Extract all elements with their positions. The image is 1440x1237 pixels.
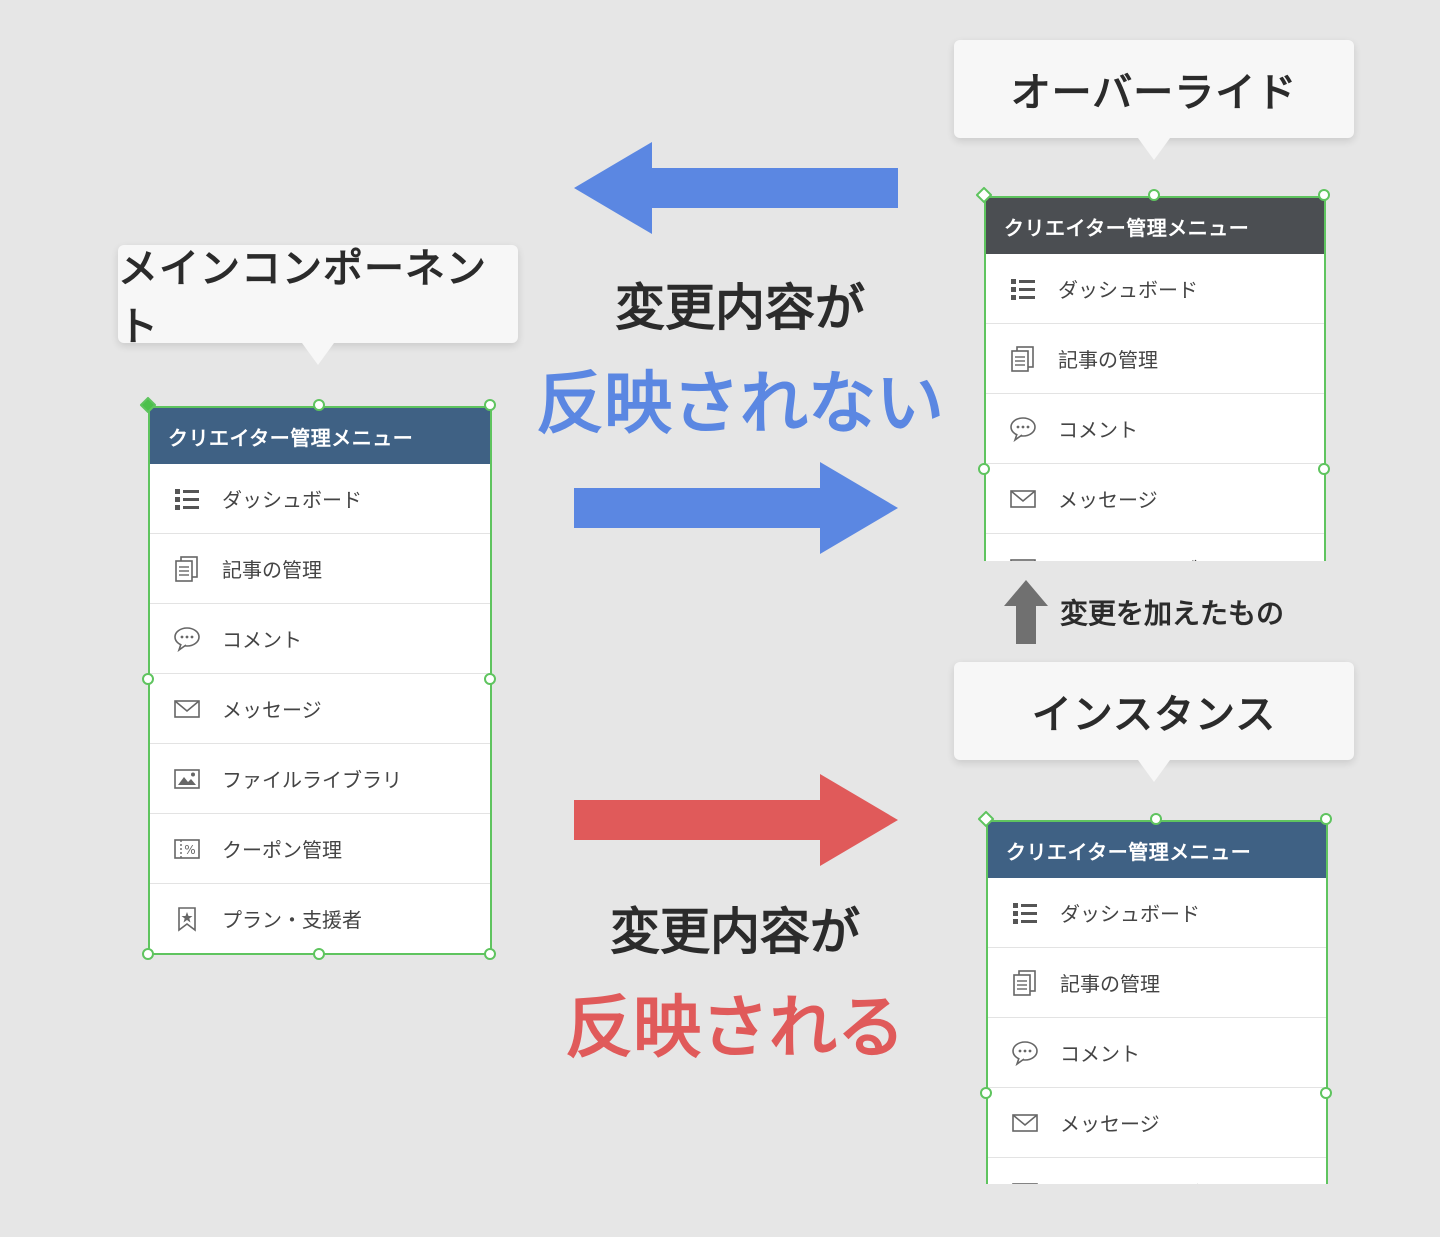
selection-handle[interactable] xyxy=(1148,189,1160,201)
caption-not-reflected: 変更内容が 反映されない xyxy=(530,268,950,447)
menu-item[interactable]: コメント xyxy=(150,604,490,674)
main-component-label: メインコンポーネント xyxy=(118,245,518,365)
panel-title: クリエイター管理メニュー xyxy=(1004,215,1250,240)
selection-handle[interactable] xyxy=(142,673,154,685)
caption-line1: 変更内容が xyxy=(615,279,865,337)
changes-added-label: 変更を加えたもの xyxy=(1060,597,1285,630)
comment-icon xyxy=(172,625,202,653)
selection-handle[interactable] xyxy=(484,948,496,960)
menu-item[interactable]: 記事の管理 xyxy=(986,324,1324,394)
selection-handle[interactable] xyxy=(980,1087,992,1099)
image-icon xyxy=(1010,1179,1040,1184)
main-component-label-text: メインコンポーネント xyxy=(118,246,487,350)
menu-item-label: プラン・支援者 xyxy=(222,908,362,932)
menu-item-label: ダッシュボード xyxy=(222,488,362,512)
caption-line1: 変更内容が xyxy=(610,903,860,961)
image-icon xyxy=(1008,555,1038,561)
selection-handle[interactable] xyxy=(1318,189,1330,201)
image-icon xyxy=(172,765,202,793)
override-label-text: オーバーライド xyxy=(1010,70,1298,116)
bookmark-star-icon xyxy=(172,905,202,933)
menu-item-label: 記事の管理 xyxy=(1058,348,1158,372)
menu-item-label: コメント xyxy=(222,628,302,652)
menu-item[interactable]: コメント xyxy=(986,394,1324,464)
coupon-icon: % xyxy=(172,835,202,863)
selection-handle[interactable] xyxy=(1150,813,1162,825)
menu-item[interactable]: ダッシュボード xyxy=(150,464,490,534)
caption-reflected: 変更内容が 反映される xyxy=(530,892,940,1071)
red-arrow-right xyxy=(574,774,898,866)
main-component-panel[interactable]: クリエイター管理メニュー ダッシュボード記事の管理コメントメッセージファイルライ… xyxy=(148,406,492,955)
svg-text:%: % xyxy=(184,843,195,857)
menu-item[interactable]: ダッシュボード xyxy=(986,254,1324,324)
menu-item-label: メッセージ xyxy=(222,698,322,722)
instance-label-text: インスタンス xyxy=(1031,692,1277,738)
envelope-icon xyxy=(172,695,202,723)
menu-item[interactable]: メッセージ xyxy=(988,1088,1326,1158)
menu-item[interactable]: % クーポン管理 xyxy=(150,814,490,884)
panel-header: クリエイター管理メニュー xyxy=(986,198,1324,254)
documents-icon xyxy=(1010,969,1040,997)
panel-title: クリエイター管理メニュー xyxy=(168,425,414,450)
blue-arrow-left xyxy=(574,142,898,234)
menu-item[interactable]: ファイルライブラリ xyxy=(988,1158,1326,1184)
selection-handle[interactable] xyxy=(978,463,990,475)
menu-item-label: 記事の管理 xyxy=(1060,972,1160,996)
menu-item[interactable]: プラン・支援者 xyxy=(150,884,490,953)
menu-item-label: 記事の管理 xyxy=(222,558,322,582)
comment-icon xyxy=(1010,1039,1040,1067)
caption-line2: 反映されない xyxy=(535,365,944,444)
menu-item-label: コメント xyxy=(1058,418,1138,442)
menu-item-label: ファイルライブラリ xyxy=(1058,554,1238,561)
instance-panel[interactable]: クリエイター管理メニュー ダッシュボード記事の管理コメントメッセージファイルライ… xyxy=(986,820,1328,1184)
menu-item[interactable]: 記事の管理 xyxy=(988,948,1326,1018)
override-panel[interactable]: クリエイター管理メニュー ダッシュボード記事の管理コメントメッセージファイルライ… xyxy=(984,196,1326,561)
selection-handle[interactable] xyxy=(313,399,325,411)
override-label: オーバーライド xyxy=(954,40,1354,160)
menu-item[interactable]: メッセージ xyxy=(986,464,1324,534)
menu-item-label: コメント xyxy=(1060,1042,1140,1066)
selection-handle[interactable] xyxy=(1320,813,1332,825)
panel-header: クリエイター管理メニュー xyxy=(150,408,490,464)
selection-handle[interactable] xyxy=(484,399,496,411)
menu-item-label: メッセージ xyxy=(1060,1112,1160,1136)
menu-item-label: クーポン管理 xyxy=(222,838,342,862)
menu-item[interactable]: メッセージ xyxy=(150,674,490,744)
envelope-icon xyxy=(1010,1109,1040,1137)
menu-item-label: ダッシュボード xyxy=(1058,278,1198,302)
instance-label: インスタンス xyxy=(954,662,1354,782)
list-icon xyxy=(1008,275,1038,303)
selection-handle[interactable] xyxy=(1318,463,1330,475)
envelope-icon xyxy=(1008,485,1038,513)
menu-item[interactable]: コメント xyxy=(988,1018,1326,1088)
panel-title: クリエイター管理メニュー xyxy=(1006,839,1252,864)
selection-handle[interactable] xyxy=(484,673,496,685)
list-icon xyxy=(1010,899,1040,927)
menu-item-label: ファイルライブラリ xyxy=(222,768,402,792)
menu-item-label: ダッシュボード xyxy=(1060,902,1200,926)
list-icon xyxy=(172,485,202,513)
menu-item[interactable]: 記事の管理 xyxy=(150,534,490,604)
selection-handle[interactable] xyxy=(1320,1087,1332,1099)
panel-header: クリエイター管理メニュー xyxy=(988,822,1326,878)
menu-list: ダッシュボード記事の管理コメントメッセージファイルライブラリ% クーポン管理プラン… xyxy=(150,464,490,953)
menu-item-label: ファイルライブラリ xyxy=(1060,1178,1240,1184)
menu-item[interactable]: ダッシュボード xyxy=(988,878,1326,948)
caption-line2: 反映される xyxy=(564,989,905,1068)
blue-arrow-right xyxy=(574,462,898,554)
menu-item[interactable]: ファイルライブラリ xyxy=(150,744,490,814)
gray-arrow-up xyxy=(1004,580,1048,644)
menu-item-label: メッセージ xyxy=(1058,488,1158,512)
selection-handle[interactable] xyxy=(313,948,325,960)
selection-handle[interactable] xyxy=(142,948,154,960)
documents-icon xyxy=(172,555,202,583)
documents-icon xyxy=(1008,345,1038,373)
menu-item[interactable]: ファイルライブラリ xyxy=(986,534,1324,561)
comment-icon xyxy=(1008,415,1038,443)
